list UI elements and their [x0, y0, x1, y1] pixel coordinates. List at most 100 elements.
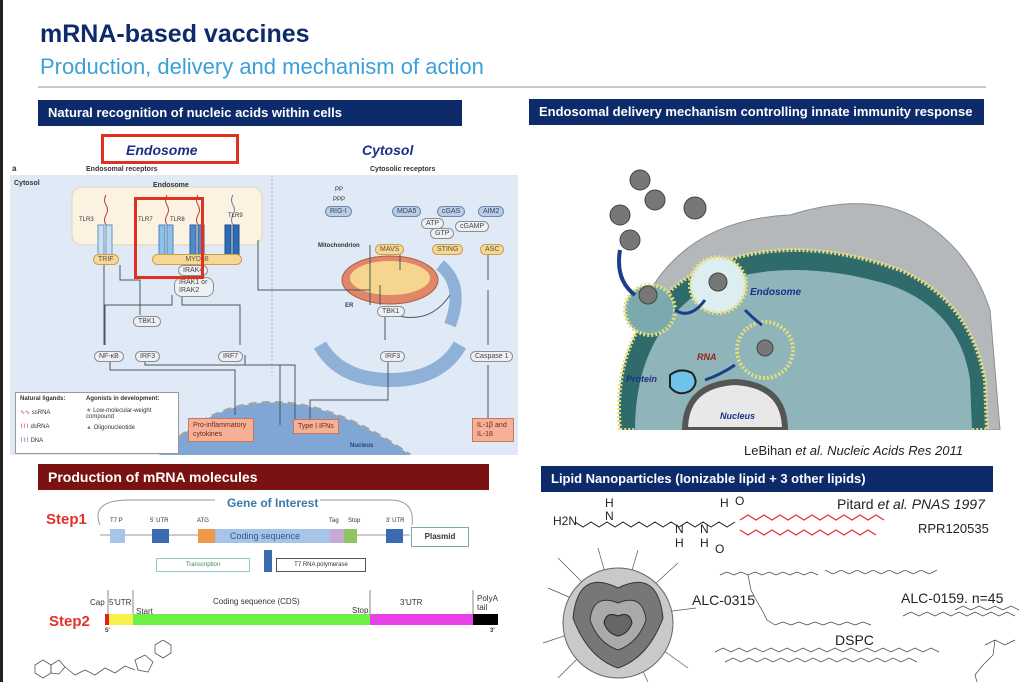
utr3-segment: [370, 614, 473, 625]
lnp-citation: Pitard et al. PNAS 1997: [837, 496, 985, 512]
nfkb-node: NF-κB: [94, 351, 124, 362]
citation-journal: et al. Nucleic Acids Res 2011: [795, 443, 963, 458]
rigi-node: RIG-I: [325, 206, 352, 217]
nucleus-shape: [681, 378, 789, 430]
h-atom: H: [675, 536, 684, 550]
lnp-header: Lipid Nanoparticles (Ionizable lipid + 3…: [541, 466, 993, 492]
cds-label: Coding sequence (CDS): [213, 597, 300, 606]
mrna-bar: [105, 590, 498, 625]
transcription-box: Transcription: [156, 558, 250, 572]
t7p-label: T7 P: [110, 518, 123, 524]
cgas-node: cGAS: [437, 206, 466, 217]
gene-of-interest-label: Gene of Interest: [227, 496, 319, 510]
er-label: ER: [345, 303, 354, 309]
h-atom: H: [605, 496, 614, 510]
nanoparticle: [619, 229, 641, 251]
utr3-label: 3' UTR: [386, 518, 405, 524]
irf3-left-node: IRF3: [135, 351, 161, 362]
legend-dna-label: DNA: [30, 438, 44, 444]
irak4-node: IRAK4: [178, 265, 209, 276]
translation-arrow: [704, 363, 736, 382]
irak12-node: IRAK1 or IRAK2: [174, 277, 214, 297]
five-prime-label: 5': [105, 628, 110, 634]
citation-author: Pitard: [837, 496, 878, 512]
nanoparticle: [683, 196, 707, 220]
cytosol-label: Cytosol: [14, 180, 40, 187]
legend-oligo-label: Oligonucleotide: [93, 425, 135, 431]
legend-dsrna-label: dsRNA: [30, 424, 50, 430]
dspc-chain: [715, 647, 940, 653]
n-atom: N: [675, 522, 684, 536]
aim2-node: AIM2: [478, 206, 505, 217]
mda5-node: MDA5: [392, 206, 422, 217]
irf7-node: IRF7: [218, 351, 244, 362]
start-label: Start: [136, 607, 153, 616]
nucleus-label: Nucleus: [720, 411, 756, 421]
transfer-arrow: [674, 299, 707, 315]
lipid-tail-1: [739, 514, 885, 521]
tbk1-right-node: TBK1: [377, 306, 405, 317]
atg-block: [198, 529, 215, 543]
sting-node: STING: [432, 244, 464, 255]
step1-label: Step1: [46, 511, 87, 528]
nanoparticle: [708, 272, 728, 292]
alc0315-chain: [719, 571, 819, 576]
h2n-label: H2N: [553, 514, 578, 528]
legend-dna: ⌇⌇⌇ DNA: [20, 437, 43, 444]
transfer-arrow-2: [743, 308, 763, 327]
utr5-label: 5' UTR: [150, 518, 169, 524]
tag-block: [330, 529, 344, 543]
trif-node: TRIF: [93, 254, 119, 265]
endosome-highlight-box: [101, 134, 239, 164]
panel-letter: a: [12, 164, 17, 173]
endosome-label: Endosome: [153, 182, 189, 189]
delivery-citation: LeBihan et al. Nucleic Acids Res 2011: [744, 443, 963, 458]
tlr9-label: TLR9: [228, 213, 243, 219]
utr5-block: [152, 529, 169, 543]
legend-ssrna-label: ssRNA: [31, 410, 51, 416]
endosomal-receptors-label: Endosomal receptors: [86, 166, 158, 173]
rna-label: RNA: [697, 352, 717, 362]
cap-segment: [105, 614, 109, 625]
slide-subtitle: Production, delivery and mechanism of ac…: [40, 54, 484, 79]
rpr-label: RPR120535: [918, 521, 989, 536]
n-atom: N: [605, 509, 614, 523]
down-arrow-icon: [264, 550, 272, 572]
endosome-label: Endosome: [750, 287, 802, 298]
three-prime-label: 3': [490, 628, 495, 634]
cytosolic-receptors-label: Cytosolic receptors: [370, 166, 436, 173]
alc0315-label: ALC-0315: [692, 592, 756, 608]
plasmid-diagram: [97, 499, 413, 543]
polya-label: PolyA tail: [477, 594, 498, 612]
dspc-label: DSPC: [835, 632, 874, 648]
lipid-tail-2: [739, 529, 877, 536]
citation-author: LeBihan: [744, 443, 796, 458]
h-atom: H: [700, 536, 709, 550]
utr3-block: [386, 529, 403, 543]
mrna-utr5-label: 5'UTR: [109, 598, 132, 607]
dna-icon: ⌇⌇⌇: [20, 438, 29, 444]
protein-label: Protein: [626, 374, 658, 384]
ligand-legend: Natural ligands: ∿∿ ssRNA ⌇⌇⌇ dsRNA ⌇⌇⌇ …: [15, 392, 179, 454]
stop-block: [344, 529, 357, 543]
gtp-node: GTP: [430, 228, 455, 239]
t7p-block: [110, 529, 125, 543]
title-divider: [38, 86, 986, 88]
tlr8-label: TLR8: [170, 217, 185, 223]
cgamp-node: cGAMP: [455, 221, 490, 232]
pp-label: PP: [335, 187, 344, 193]
plasmid-box: Plasmid: [411, 527, 469, 547]
delivery-header: Endosomal delivery mechanism controlling…: [529, 99, 984, 125]
alc0159-chain: [902, 611, 1016, 617]
legend-agonists-title: Agonists in development:: [86, 396, 160, 402]
ssrna-icon: ∿∿: [20, 410, 31, 416]
cytosol-callout: Cytosol: [362, 142, 414, 158]
t7-polymerase-box: T7 RNA polymerase: [276, 558, 366, 572]
nanoparticle: [609, 204, 631, 226]
mitochondrion-label: Mitochondrion: [318, 243, 360, 249]
alc0159-label: ALC-0159. n=45: [901, 590, 1004, 606]
cholesterol-chain: [974, 639, 1016, 682]
cap-label: Cap: [90, 598, 105, 607]
tlr7-label: TLR7: [138, 217, 153, 223]
asc-node: ASC: [480, 244, 505, 255]
